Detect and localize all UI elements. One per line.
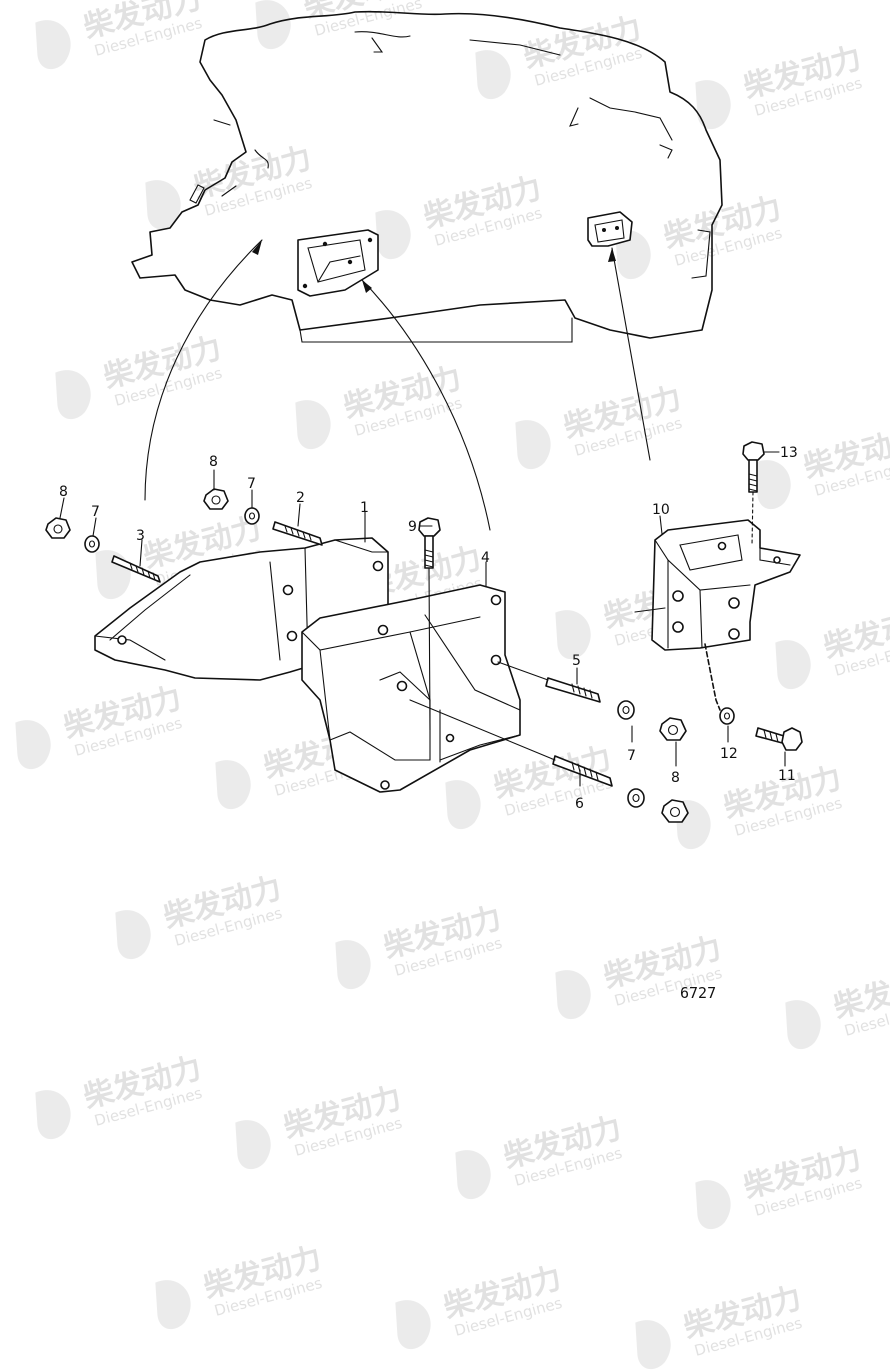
- watermark-logo-icon: [455, 1150, 491, 1200]
- stud-part-5: [497, 661, 601, 703]
- watermark-logo-icon: [95, 550, 131, 600]
- watermark-logo-icon: [555, 970, 591, 1020]
- bolt-part-11: [755, 727, 803, 751]
- bracket-part-10: [634, 519, 801, 651]
- watermark-logo-icon: [55, 370, 91, 420]
- washer-part-12: [719, 707, 735, 725]
- callout-7-b: 7: [247, 476, 256, 492]
- watermark-logo-icon: [615, 230, 651, 280]
- callout-leaders: [59, 451, 786, 787]
- watermark-logo-icon: [215, 760, 251, 810]
- stud-part-3: [111, 555, 161, 583]
- engine-right-mount: [587, 211, 633, 247]
- callout-8-a: 8: [59, 484, 68, 500]
- watermark-logo-icon: [445, 780, 481, 830]
- watermark-logo-icon: [635, 1320, 671, 1370]
- washer-part-7-c: [617, 700, 635, 720]
- watermark-logo-icon: [235, 1120, 271, 1170]
- assembly-arrows: [144, 239, 651, 531]
- stud-part-6: [409, 699, 613, 787]
- watermark-logo-icon: [695, 80, 731, 130]
- stud-part-2: [272, 521, 323, 546]
- watermark-logo-icon: [255, 0, 291, 50]
- washer-part-7-d: [627, 788, 645, 808]
- watermark-logo-icon: [115, 910, 151, 960]
- watermark-logo-icon: [155, 1280, 191, 1330]
- watermark-logo-icon: [35, 20, 71, 70]
- figure-code: 6727: [680, 984, 716, 1002]
- callout-12: 12: [720, 746, 738, 762]
- bolt-part-9: [418, 517, 441, 731]
- callout-1: 1: [360, 500, 369, 516]
- watermark-logo-icon: [555, 610, 591, 660]
- callout-3: 3: [136, 528, 145, 544]
- watermark-logo-icon: [475, 50, 511, 100]
- watermark-logo-icon: [775, 640, 811, 690]
- callout-7-c: 7: [627, 748, 636, 764]
- watermark-logo-icon: [145, 180, 181, 230]
- fasteners: [45, 441, 803, 823]
- watermark-logo-icon: [15, 720, 51, 770]
- nut-part-8-b: [203, 488, 229, 510]
- engine-left-mount: [297, 229, 379, 297]
- watermark-logo-icon: [755, 460, 791, 510]
- engine-outline: [131, 10, 723, 343]
- watermark-logo-icon: [295, 400, 331, 450]
- callout-8-c: 8: [671, 770, 680, 786]
- bracket-part-4: [301, 584, 521, 793]
- callout-13: 13: [780, 445, 798, 461]
- bolt-part-13: [742, 441, 765, 546]
- callout-9: 9: [408, 519, 417, 535]
- watermark-logo-icon: [515, 420, 551, 470]
- nut-part-8-d: [661, 799, 689, 823]
- callout-8-b: 8: [209, 454, 218, 470]
- callout-labels: 1 2 3 4 5 6 7 7 7 8 8 8 9 10 11 12 13: [59, 445, 798, 812]
- callout-6: 6: [575, 796, 584, 812]
- callout-7-a: 7: [91, 504, 100, 520]
- watermark-logo-icon: [395, 1300, 431, 1350]
- callout-2: 2: [296, 490, 305, 506]
- watermark-logo-icon: [35, 1090, 71, 1140]
- callout-10: 10: [652, 502, 670, 518]
- nut-part-8-a: [45, 517, 71, 539]
- watermark-logo-icon: [695, 1180, 731, 1230]
- callout-4: 4: [481, 550, 490, 566]
- watermark-logo-icon: [335, 940, 371, 990]
- washer-part-7-b: [244, 507, 260, 525]
- callout-5: 5: [572, 653, 581, 669]
- washer-part-7-a: [84, 535, 100, 553]
- watermark-logo-icon: [375, 210, 411, 260]
- nut-part-8-c: [659, 717, 687, 741]
- callout-11: 11: [778, 768, 796, 784]
- watermark-logo-icon: [785, 1000, 821, 1050]
